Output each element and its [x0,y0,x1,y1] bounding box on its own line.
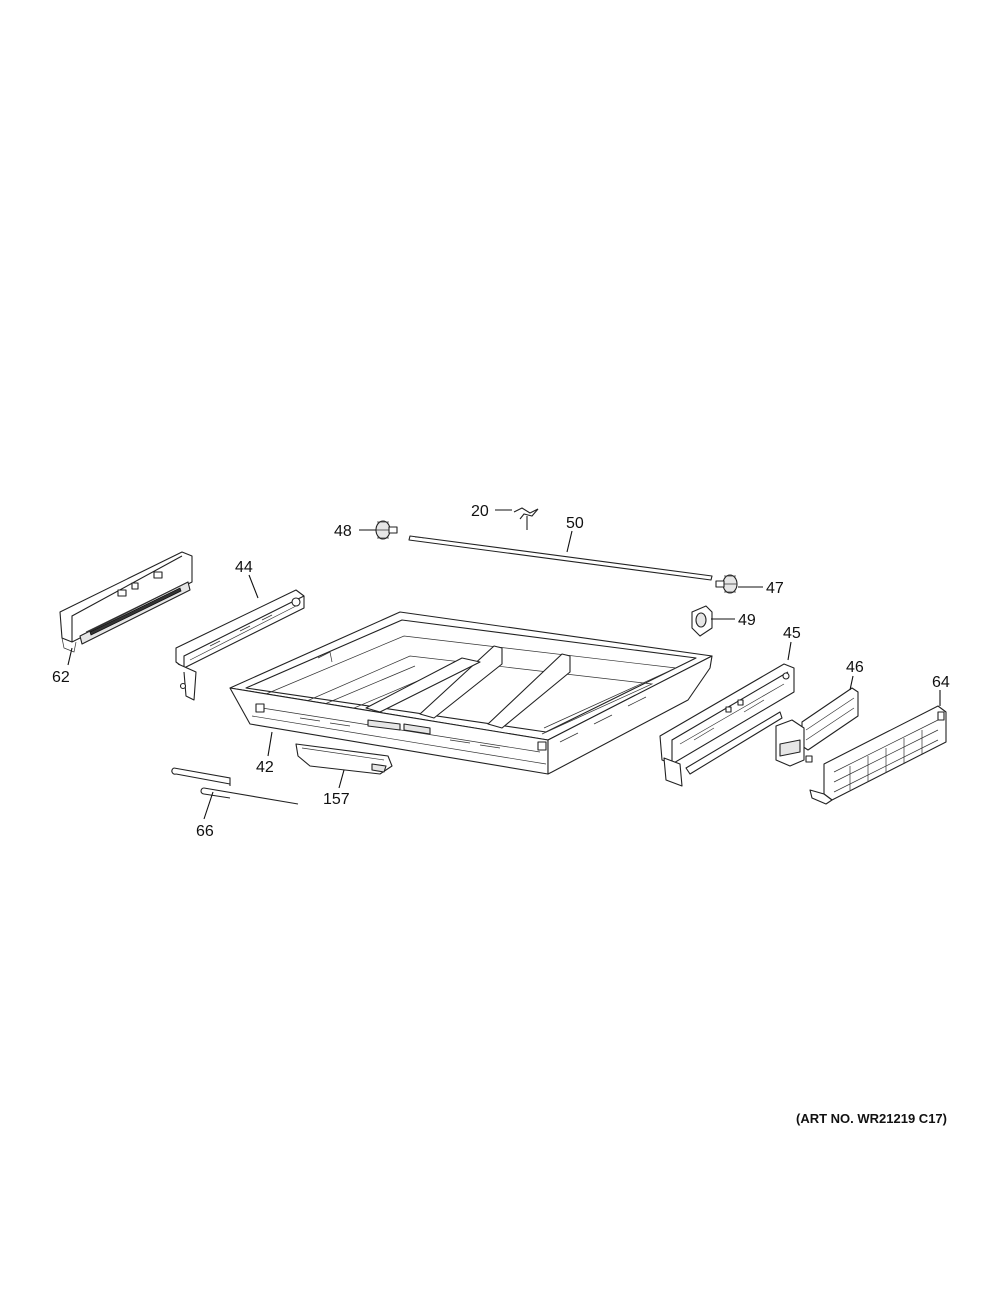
part-50-rod [408,535,713,581]
callout-64: 64 [932,674,950,691]
callout-48: 48 [334,523,352,540]
callout-20: 20 [471,503,489,520]
callout-47: 47 [766,580,784,597]
part-46-bracket [775,687,859,767]
callout-62: 62 [52,669,70,686]
part-157-handle [295,743,393,775]
callout-49: 49 [738,612,756,629]
part-64-grille [809,705,947,805]
part-20-clip [513,507,539,530]
part-62-left-cover [59,551,193,653]
callout-45: 45 [783,625,801,642]
callout-157: 157 [323,791,350,808]
part-47-gear [715,574,738,594]
callout-46: 46 [846,659,864,676]
callout-50: 50 [566,515,584,532]
part-49-cap [691,605,713,637]
leader-lines [67,509,941,820]
art-number: (ART NO. WR21219 C17) [796,1111,947,1126]
callout-44: 44 [235,559,253,576]
part-42-tray [229,611,713,775]
part-44-left-slide [175,589,305,701]
part-45-right-slide [659,663,795,787]
part-48-gear [375,520,398,540]
callout-42: 42 [256,759,274,776]
callout-66: 66 [196,823,214,840]
part-66-wire [171,767,299,805]
